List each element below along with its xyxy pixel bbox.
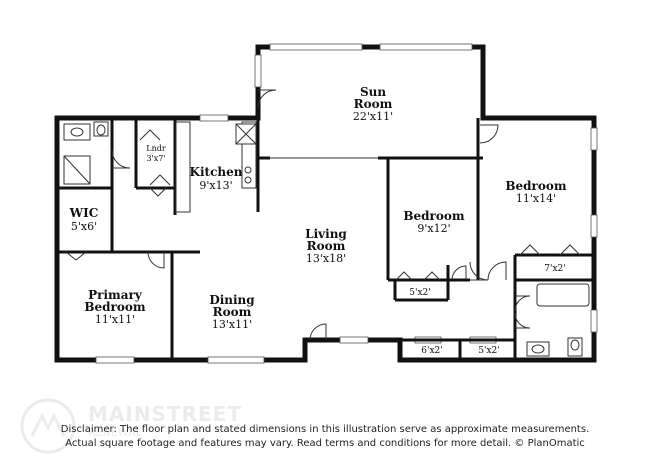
watermark-brand: MAINSTREET xyxy=(88,402,242,426)
laundry-dim: 3'x7' xyxy=(146,154,165,163)
fixtures xyxy=(63,121,590,357)
dining-room-name-1: Dining xyxy=(209,293,255,307)
sun-room-dim: 22'x11' xyxy=(353,110,393,123)
closet-right-dim: 7'x2' xyxy=(544,264,565,274)
disclaimer-line-1: Disclaimer: The floor plan and stated di… xyxy=(60,424,590,435)
dining-room-name-2: Room xyxy=(213,305,252,319)
bedroom-right-dim: 11'x14' xyxy=(516,192,556,205)
primary-bedroom-dim: 11'x11' xyxy=(95,313,135,326)
bedroom-mid-dim: 9'x12' xyxy=(417,222,450,235)
interior-walls xyxy=(57,118,594,360)
room-labels: Sun Room 22'x11' Kitchen 9'x13' Lndr 3'x… xyxy=(69,85,567,356)
kitchen-dim: 9'x13' xyxy=(199,179,232,192)
kitchen-name: Kitchen xyxy=(190,165,243,179)
living-room-name-1: Living xyxy=(305,227,347,241)
sun-room-name-2: Room xyxy=(354,97,393,111)
stove-icon xyxy=(244,166,252,174)
watermark-circle-icon xyxy=(20,398,76,454)
primary-bedroom-name-2: Bedroom xyxy=(84,300,145,314)
kitchen-counter-icon xyxy=(175,121,191,213)
wic-name: WIC xyxy=(69,206,99,220)
sun-room-name-1: Sun xyxy=(360,85,386,99)
living-room-name-2: Room xyxy=(307,239,346,253)
watermark-logo: MAINSTREET RENEWAL xyxy=(18,396,258,456)
primary-bedroom-name-1: Primary xyxy=(88,288,143,302)
disclaimer-line-2: Actual square footage and features may v… xyxy=(65,438,585,449)
dining-room-dim: 13'x11' xyxy=(212,318,252,331)
bathtub-icon xyxy=(536,283,590,307)
closet-bottom-2-dim: 5'x2' xyxy=(478,346,499,356)
wic-dim: 5'x6' xyxy=(71,220,97,233)
closet-mid-dim: 5'x2' xyxy=(409,288,430,298)
windows xyxy=(95,43,598,364)
bedroom-mid-name: Bedroom xyxy=(403,209,464,223)
watermark-subtext: RENEWAL xyxy=(88,426,142,439)
closet-bottom-1-dim: 6'x2' xyxy=(421,346,442,356)
doors xyxy=(65,89,581,341)
laundry-name: Lndr xyxy=(146,144,166,153)
bedroom-right-name: Bedroom xyxy=(505,179,566,193)
living-room-dim: 13'x18' xyxy=(306,252,346,265)
